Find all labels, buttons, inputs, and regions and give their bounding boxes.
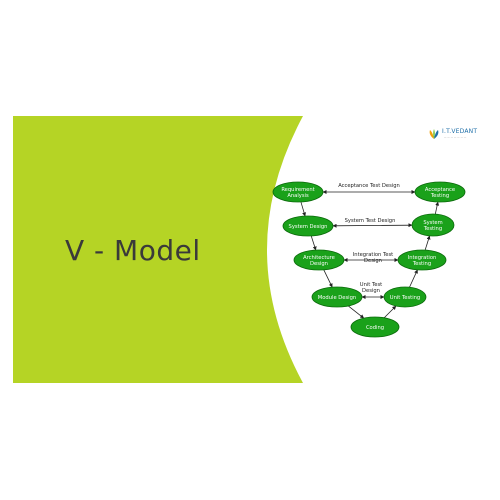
node-unit: Unit Testing xyxy=(383,286,427,308)
edge-arch-mod xyxy=(323,269,333,288)
slide-background: RequirementAnalysisAcceptanceTestingSyst… xyxy=(13,116,466,383)
node-mod: Module Design xyxy=(311,286,363,308)
node-label: Testing xyxy=(412,261,431,267)
company-logo: I.T.VEDANT — — — — — — — xyxy=(428,128,486,142)
node-shape xyxy=(293,249,345,271)
edge-unit-intt xyxy=(409,269,418,288)
node-shape xyxy=(282,215,334,237)
edge-syst-acc xyxy=(434,201,440,215)
node-label: System Design xyxy=(289,224,328,230)
edge-label-acceptance-test-design: Acceptance Test Design xyxy=(338,183,400,189)
edge-intt-syst xyxy=(424,235,431,251)
node-label: Module Design xyxy=(318,295,356,301)
node-label: Testing xyxy=(423,226,442,232)
edge-sysd-arch xyxy=(310,235,317,251)
logo-text: I.T.VEDANT xyxy=(442,128,478,135)
node-shape xyxy=(397,249,447,271)
logo-tagline: — — — — — — — xyxy=(444,136,467,139)
node-label: Acceptance xyxy=(425,187,455,193)
node-shape xyxy=(350,316,400,338)
edge-mod-code xyxy=(348,305,365,319)
edge-label-integration-test-design: Integration Test xyxy=(353,252,393,258)
edge-label-unit-test-design: Design xyxy=(362,288,380,294)
logo-icon xyxy=(429,129,439,139)
node-label: Coding xyxy=(366,325,384,331)
edge-label-system-test-design: System Test Design xyxy=(345,218,396,224)
edge-label-unit-test-design: Unit Test xyxy=(360,282,382,288)
edge-sysd-syst xyxy=(332,223,413,228)
node-label: Unit Testing xyxy=(390,295,420,301)
node-label: Design xyxy=(310,261,328,267)
node-label: System xyxy=(423,220,442,226)
node-label: Architecture xyxy=(303,255,335,261)
node-sysd: System Design xyxy=(282,215,334,237)
diagram-nodes: RequirementAnalysisAcceptanceTestingSyst… xyxy=(272,181,466,338)
node-shape xyxy=(272,181,324,203)
node-shape xyxy=(311,286,363,308)
node-shape xyxy=(383,286,427,308)
node-label: Requirement xyxy=(281,187,314,193)
node-label: Integration xyxy=(408,255,437,261)
node-code: Coding xyxy=(350,316,400,338)
node-shape xyxy=(414,181,466,203)
slide-title: V - Model xyxy=(65,234,201,267)
diagram-edges xyxy=(300,190,440,319)
node-label: Testing xyxy=(430,193,449,199)
edge-req-sysd xyxy=(300,201,306,217)
edge-label-integration-test-design: Design xyxy=(364,258,382,264)
accent-panel xyxy=(13,116,303,383)
node-shape xyxy=(411,213,455,237)
node-label: Analysis xyxy=(287,193,309,199)
edge-code-unit xyxy=(383,305,397,319)
